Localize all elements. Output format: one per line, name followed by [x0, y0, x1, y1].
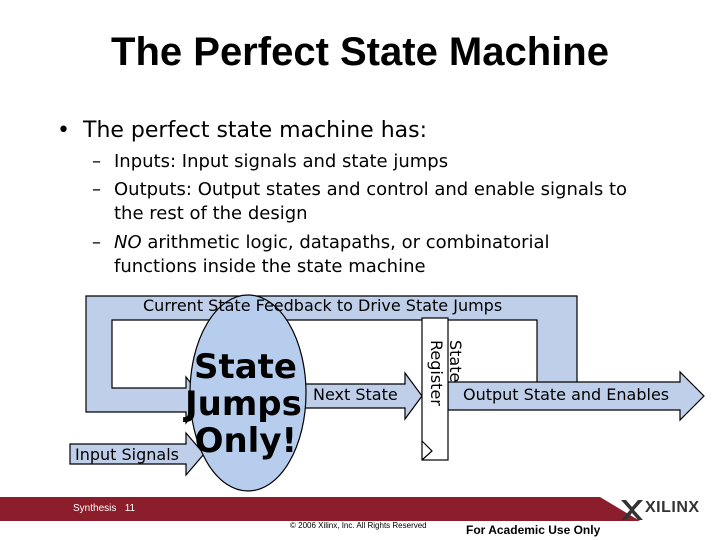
footer-copyright: © 2006 Xilinx, Inc. All Rights Reserved: [290, 521, 427, 530]
sub-bullet-inputs: –Inputs: Input signals and state jumps: [92, 150, 448, 174]
state-register-line: Register: [427, 340, 446, 406]
emphasis-no: NO: [114, 232, 142, 253]
output-arrow: [447, 370, 705, 422]
sub-bullet-continuation: functions inside the state machine: [114, 256, 426, 277]
state-register-label: State Register: [419, 340, 465, 430]
input-signals-label: Input Signals: [75, 445, 179, 464]
state-register-box: [421, 317, 449, 461]
sub-bullet-no-arithmetic: –NO arithmetic logic, datapaths, or comb…: [92, 231, 550, 279]
footer-bar: [0, 497, 640, 521]
next-state-label: Next State: [313, 385, 398, 404]
clock-marker: [421, 440, 433, 461]
state-jumps-line: State: [194, 347, 297, 387]
dash-marker: –: [92, 232, 101, 253]
sub-bullet-text: Outputs: Output states and control and e…: [114, 179, 628, 200]
main-bullet: • The perfect state machine has:: [57, 118, 427, 143]
sub-bullet-outputs: –Outputs: Output states and control and …: [92, 178, 627, 226]
xilinx-logo-icon: [621, 500, 643, 520]
dash-marker: –: [92, 151, 101, 172]
next-state-arrow: [289, 371, 423, 421]
sub-bullet-text: arithmetic logic, datapaths, or combinat…: [141, 232, 550, 253]
state-jumps-ellipse: [189, 294, 307, 492]
dash-marker: –: [92, 179, 101, 200]
sub-bullet-continuation: the rest of the design: [114, 203, 308, 224]
footer-academic-use: For Academic Use Only: [466, 523, 601, 537]
main-bullet-text: The perfect state machine has:: [83, 118, 428, 143]
state-jumps-line: Jumps: [185, 384, 302, 424]
input-signals-arrow: [69, 431, 205, 477]
state-jumps-line: Only!: [194, 421, 297, 461]
bullet-dot: •: [57, 118, 70, 143]
footer-slide-number: Synthesis 11: [73, 503, 136, 514]
feedback-label: Current State Feedback to Drive State Ju…: [143, 296, 503, 315]
state-jumps-text: State Jumps Only!: [185, 347, 302, 461]
xilinx-logo-text: XILINX: [645, 499, 700, 516]
sub-bullet-text: Inputs: Input signals and state jumps: [114, 151, 449, 172]
output-label: Output State and Enables: [463, 385, 670, 404]
slide-title: The Perfect State Machine: [111, 30, 609, 74]
